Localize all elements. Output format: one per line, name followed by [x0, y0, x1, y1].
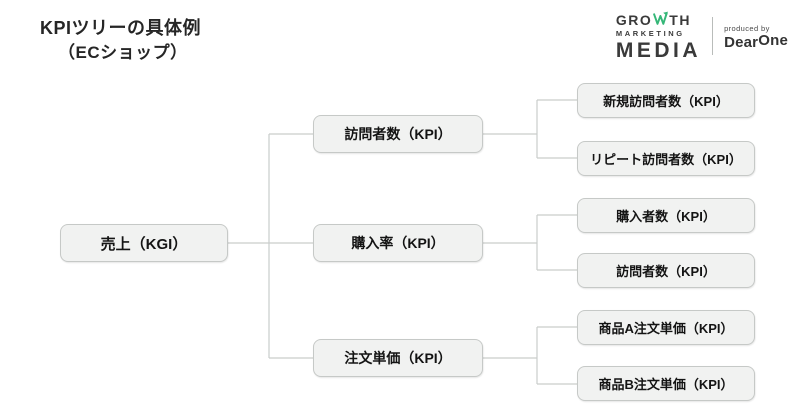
- dearone-brand-one: One: [758, 32, 788, 50]
- page-title-line1: KPIツリーの具体例: [40, 18, 202, 38]
- kgi-node-sales: 売上（KGI）: [60, 224, 228, 262]
- kpi-node-product-a-order-price: 商品A注文単価（KPI）: [577, 310, 755, 345]
- dearone-brand-dear: Dear: [724, 33, 759, 51]
- kpi-node-visitors: 訪問者数（KPI）: [313, 115, 483, 153]
- dearone-brand: DearOne: [724, 32, 788, 51]
- kpi-node-repeat-visitors: リピート訪問者数（KPI）: [577, 141, 755, 176]
- kpi-node-order-unit-price: 注文単価（KPI）: [313, 339, 483, 377]
- logo-wordmark: GRO TH MARKETING MEDIA: [616, 11, 701, 61]
- growth-w-arrow-icon: [653, 11, 669, 28]
- logo-growth-post: TH: [669, 12, 691, 28]
- kpi-node-visitors-sub: 訪問者数（KPI）: [577, 253, 755, 288]
- logo-growth-line: GRO TH: [616, 11, 691, 27]
- kpi-node-product-b-order-price: 商品B注文単価（KPI）: [577, 366, 755, 401]
- kpi-node-purchase-rate: 購入率（KPI）: [313, 224, 483, 262]
- produced-by-label: produced by: [724, 23, 770, 33]
- page-title: KPIツリーの具体例 （ECショップ）: [40, 15, 201, 66]
- growth-marketing-media-logo: GRO TH MARKETING MEDIA produced by DearO…: [616, 11, 788, 61]
- logo-divider: [712, 16, 714, 55]
- logo-marketing-line: MARKETING: [615, 29, 685, 38]
- page-title-line2: （ECショップ）: [58, 43, 188, 63]
- kpi-node-new-visitors: 新規訪問者数（KPI）: [577, 83, 755, 118]
- kpi-node-purchasers: 購入者数（KPI）: [577, 198, 755, 233]
- logo-produced-by-block: produced by DearOne: [724, 22, 788, 50]
- logo-media-line: MEDIA: [615, 38, 702, 62]
- logo-growth-pre: GRO: [615, 12, 653, 28]
